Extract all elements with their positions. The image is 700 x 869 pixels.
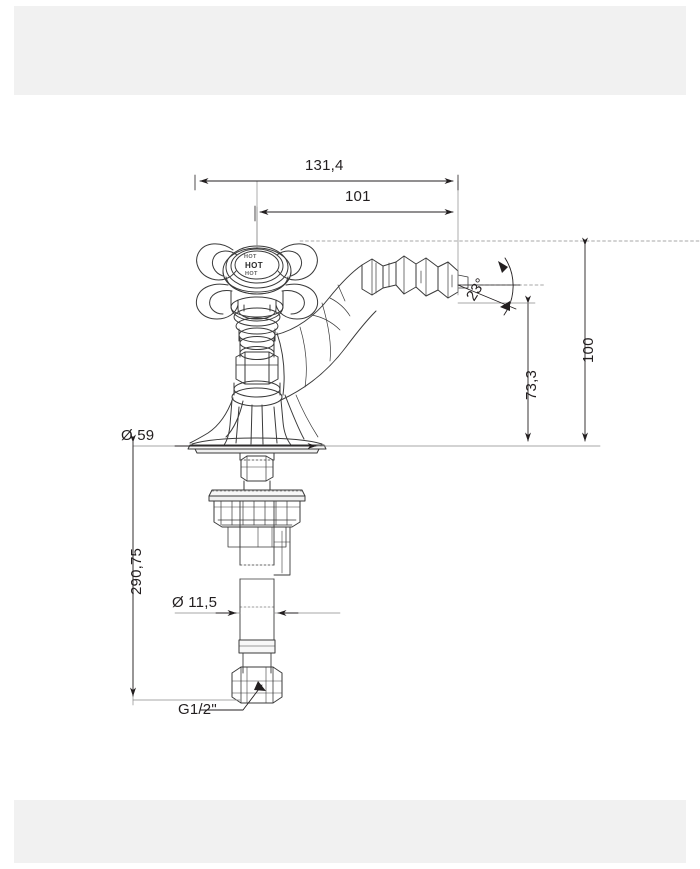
technical-drawing-svg [130,174,700,711]
cross-handle [195,243,319,335]
aerator-outlet [395,255,469,299]
dim-label-spout-reach: 101 [345,188,371,205]
mounting-assembly [208,452,306,704]
page-top-band [0,0,700,95]
dim-label-overall-length: 131,4 [305,157,344,174]
handle-cap-text-bottom: HOT [245,271,258,277]
dim-label-shank-diameter: Ø 11,5 [172,594,218,611]
angle-arc [503,257,514,316]
extension-lines [132,180,700,706]
spout-arm [274,258,397,440]
dim-label-outlet-height: 73,3 [523,370,540,400]
dim-label-thread-callout: G1/2" [178,701,217,718]
dimension-lines [130,174,588,711]
handle-cap-text-top: HOT [244,254,257,260]
drawing-geometry [130,174,700,711]
leader-g12 [199,684,263,711]
page-bottom-band [0,800,700,869]
dim-label-below-deck-height: 290,75 [128,547,145,595]
dim-label-overall-height: 100 [580,337,597,363]
handle-bonnet [231,327,283,407]
dim-label-base-diameter: Ø 59 [121,427,155,444]
drawing-page: 131,4 101 Ø 59 Ø 11,5 290,75 73,3 100 23… [0,95,700,800]
handle-cap-text: HOT [245,261,264,270]
